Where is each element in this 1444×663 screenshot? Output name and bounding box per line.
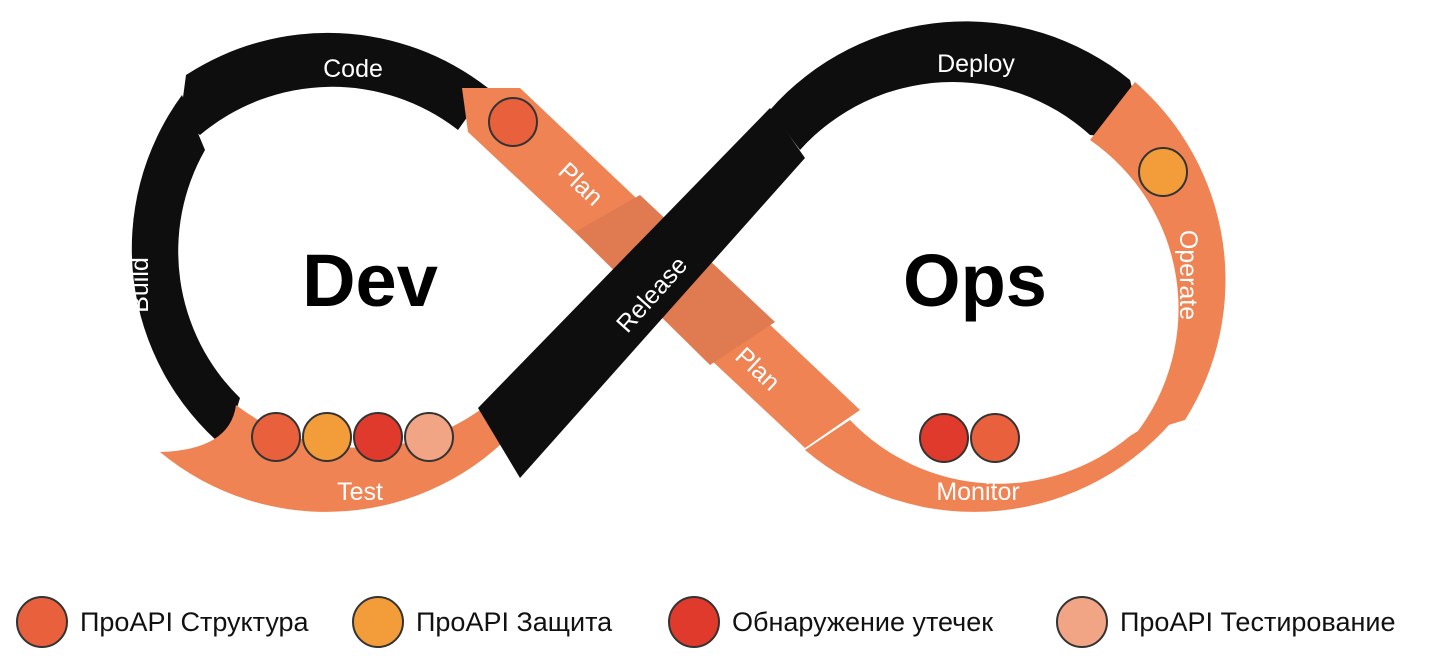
legend-label: Обнаружение утечек: [732, 606, 994, 637]
legend-swatch-leaks: [668, 596, 720, 648]
legend-item-protection: ПроAPI Защита: [352, 588, 612, 656]
legend-item-leaks: Обнаружение утечек: [668, 588, 993, 656]
test-marker-testing: [404, 412, 454, 462]
monitor-marker-leaks: [919, 413, 969, 463]
legend-label: ПроAPI Структура: [80, 606, 309, 637]
monitor-segment: [805, 412, 1180, 512]
build-label: Build: [126, 257, 154, 313]
monitor-label: Monitor: [936, 478, 1019, 506]
test-label: Test: [337, 478, 383, 506]
legend-item-structure: ПроAPI Структура: [16, 588, 309, 656]
test-segment: [160, 405, 520, 512]
deploy-label: Deploy: [937, 50, 1015, 78]
legend-item-testing: ПроAPI Тестирование: [1056, 588, 1396, 656]
deploy-segment: [770, 21, 1145, 150]
ops-label: Ops: [903, 239, 1047, 322]
operate-marker-protection: [1138, 147, 1188, 197]
code-label: Code: [323, 55, 383, 83]
monitor-marker-structure: [970, 413, 1020, 463]
build-segment: [131, 95, 240, 448]
devops-infinity-diagram: Dev Ops Code Build Test Plan Release Pla…: [126, 21, 1226, 512]
plan-marker-structure: [488, 97, 538, 147]
legend: ПроAPI Структура ПроAPI Защита Обнаружен…: [0, 588, 1444, 656]
test-marker-leaks: [353, 412, 403, 462]
test-marker-protection: [302, 412, 352, 462]
legend-swatch-structure: [16, 596, 68, 648]
operate-label: Operate: [1174, 230, 1202, 320]
release-band: [478, 108, 805, 478]
operate-segment: [1090, 82, 1226, 435]
legend-swatch-testing: [1056, 596, 1108, 648]
test-marker-structure: [251, 412, 301, 462]
dev-label: Dev: [302, 239, 438, 322]
legend-label: ПроAPI Защита: [416, 606, 613, 637]
code-segment: [180, 32, 488, 136]
legend-swatch-protection: [352, 596, 404, 648]
legend-label: ПроAPI Тестирование: [1120, 606, 1396, 637]
